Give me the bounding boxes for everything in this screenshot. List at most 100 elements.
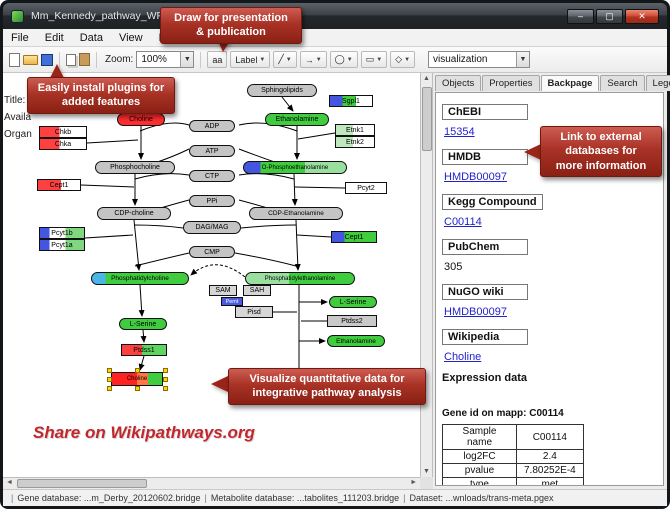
status-separator: | xyxy=(11,493,14,503)
backpage-header-wikipedia: Wikipedia xyxy=(442,329,528,345)
visualization-dropdown[interactable]: visualization ▼ xyxy=(428,51,530,68)
pathway-node-pcyt2[interactable]: Pcyt2 xyxy=(345,182,387,194)
pathway-node-o-phosphoethanolamine[interactable]: O-Phosphoethanolamine xyxy=(243,161,347,174)
callout-line: Link to external xyxy=(560,131,642,143)
pathway-node-cept1[interactable]: Cept1 xyxy=(37,179,81,191)
copy-icon[interactable] xyxy=(66,53,76,66)
pathway-node-cmp[interactable]: CMP xyxy=(189,246,235,258)
pathway-node-adp[interactable]: ADP xyxy=(189,120,235,132)
zoom-label: Zoom: xyxy=(105,54,134,65)
text-format-tool[interactable]: aa xyxy=(207,51,228,68)
vertical-scroll-thumb[interactable] xyxy=(422,87,432,151)
shape-tool[interactable]: ◇▼ xyxy=(390,51,416,68)
tab-legend[interactable]: Legend xyxy=(645,75,670,91)
rectangle-tool[interactable]: ▭▼ xyxy=(360,51,388,68)
pathway-node-cept1[interactable]: Cept1 xyxy=(331,231,377,243)
selection-handle[interactable] xyxy=(135,386,140,391)
callout-line: more information xyxy=(555,159,647,172)
pathway-node-pcyt1b[interactable]: Pcyt1b xyxy=(39,227,85,239)
pathway-node-phosphatidylethanolamine[interactable]: Phosphatidylethanolamine xyxy=(245,272,355,285)
callout-draw: Draw for presentation & publication xyxy=(160,7,302,44)
pathway-node-phosphocholine[interactable]: Phosphocholine xyxy=(95,161,175,174)
menu-edit[interactable]: Edit xyxy=(44,31,64,44)
table-cell: 2.4 xyxy=(516,449,584,464)
pathway-node-chka[interactable]: Chka xyxy=(39,138,87,150)
backpage-value-kegg-compound[interactable]: C00114 xyxy=(444,216,482,228)
oval-tool[interactable]: ◯▼ xyxy=(329,51,358,68)
callout-line: integrative pathway analysis xyxy=(252,387,402,400)
selection-handle[interactable] xyxy=(107,368,112,373)
pathway-node-etnk1[interactable]: Etnk1 xyxy=(335,124,375,136)
callout-line: Draw for presentation xyxy=(174,12,288,24)
backpage-value-chebi[interactable]: 15354 xyxy=(444,126,475,138)
horizontal-scroll-thumb[interactable] xyxy=(17,479,147,488)
menu-data[interactable]: Data xyxy=(79,31,103,44)
pathway-node-etnk2[interactable]: Etnk2 xyxy=(335,136,375,148)
close-button[interactable]: ✕ xyxy=(625,8,659,24)
pathway-node-l-serine[interactable]: L-Serine xyxy=(329,296,377,308)
selection-handle[interactable] xyxy=(163,377,168,382)
pathway-node-choline[interactable]: Choline xyxy=(117,113,165,126)
status-segment: Dataset: ...wnloads/trans-meta.pgex xyxy=(409,493,554,503)
pathway-node-cdp-choline[interactable]: CDP-choline xyxy=(97,207,171,220)
backpage-value-nugo-wiki[interactable]: HMDB00097 xyxy=(444,306,507,318)
pathway-node-chkb[interactable]: Chkb xyxy=(39,126,87,138)
tab-search[interactable]: Search xyxy=(600,75,645,91)
maximize-button[interactable]: ▢ xyxy=(596,8,623,24)
new-file-icon[interactable] xyxy=(9,52,20,67)
pathway-node-ctp[interactable]: CTP xyxy=(189,170,235,182)
pathway-node-ethanolamine[interactable]: Ethanolamine xyxy=(265,113,329,126)
scroll-right-icon[interactable]: ► xyxy=(410,479,417,486)
paste-icon[interactable] xyxy=(79,53,90,66)
menu-view[interactable]: View xyxy=(118,31,143,44)
pathway-node-cdp-ethanolamine[interactable]: CDP-Ethanolamine xyxy=(249,207,343,220)
scroll-left-icon[interactable]: ◄ xyxy=(6,479,13,486)
tab-properties[interactable]: Properties xyxy=(482,75,540,91)
menu-file[interactable]: File xyxy=(11,31,29,44)
pathway-node-pisd[interactable]: Pisd xyxy=(235,306,273,318)
vertical-scrollbar[interactable]: ▲ ▼ xyxy=(420,73,433,477)
selection-handle[interactable] xyxy=(107,377,112,382)
pathway-node-atp[interactable]: ATP xyxy=(189,145,235,157)
pathway-node-sam[interactable]: SAM xyxy=(209,285,237,296)
pathway-node-choline[interactable]: Choline xyxy=(111,372,163,386)
pathway-node-sphingolipids[interactable]: Sphingolipids xyxy=(247,84,317,97)
horizontal-scrollbar[interactable]: ◄ ► xyxy=(3,477,420,489)
chevron-down-icon[interactable]: ▼ xyxy=(180,52,194,67)
pathway-node-phosphatidylcholine[interactable]: Phosphatidylcholine xyxy=(91,272,189,285)
tab-objects[interactable]: Objects xyxy=(435,75,482,91)
pathway-node-ptdss2[interactable]: Ptdss2 xyxy=(327,315,377,327)
pathway-node-ethanolamine[interactable]: Ethanolamine xyxy=(327,335,385,347)
tab-backpage[interactable]: Backpage xyxy=(540,75,600,91)
backpage-value-hmdb[interactable]: HMDB00097 xyxy=(444,171,507,183)
pathway-node-pcyt1a[interactable]: Pcyt1a xyxy=(39,239,85,251)
selection-handle[interactable] xyxy=(163,368,168,373)
selection-handle[interactable] xyxy=(107,386,112,391)
title-bar[interactable]: Mm_Kennedy_pathway_WP1771_45176.gp... – … xyxy=(3,3,667,29)
pathway-node-ptdss1[interactable]: Ptdss1 xyxy=(121,344,167,356)
minimize-button[interactable]: – xyxy=(567,8,594,24)
backpage-value-wikipedia[interactable]: Choline xyxy=(444,351,482,363)
arrow-tool[interactable]: →▼ xyxy=(299,51,327,68)
pathway-node-pemt[interactable]: Pemt xyxy=(221,297,243,306)
pathway-node-sgpl1[interactable]: Sgpl1 xyxy=(329,95,373,107)
selection-handle[interactable] xyxy=(163,386,168,391)
zoom-dropdown[interactable]: 100% ▼ xyxy=(136,51,195,68)
save-icon[interactable] xyxy=(41,53,53,66)
line-tool[interactable]: ╱▼ xyxy=(273,51,297,68)
scroll-up-icon[interactable]: ▲ xyxy=(423,75,430,82)
pathway-node-sah[interactable]: SAH xyxy=(243,285,271,296)
pathway-node-ppi[interactable]: PPi xyxy=(189,195,235,207)
open-file-icon[interactable] xyxy=(23,54,38,65)
status-segment: Gene database: ...m_Derby_20120602.bridg… xyxy=(17,493,201,503)
label-tool[interactable]: Label▼ xyxy=(230,51,271,68)
selection-handle[interactable] xyxy=(135,368,140,373)
pathway-node-dag-mag[interactable]: DAG/MAG xyxy=(183,221,241,234)
pathway-node-l-serine[interactable]: L-Serine xyxy=(119,318,167,330)
scroll-down-icon[interactable]: ▼ xyxy=(423,468,430,475)
table-cell: met xyxy=(516,477,584,485)
chevron-down-icon[interactable]: ▼ xyxy=(516,52,529,67)
